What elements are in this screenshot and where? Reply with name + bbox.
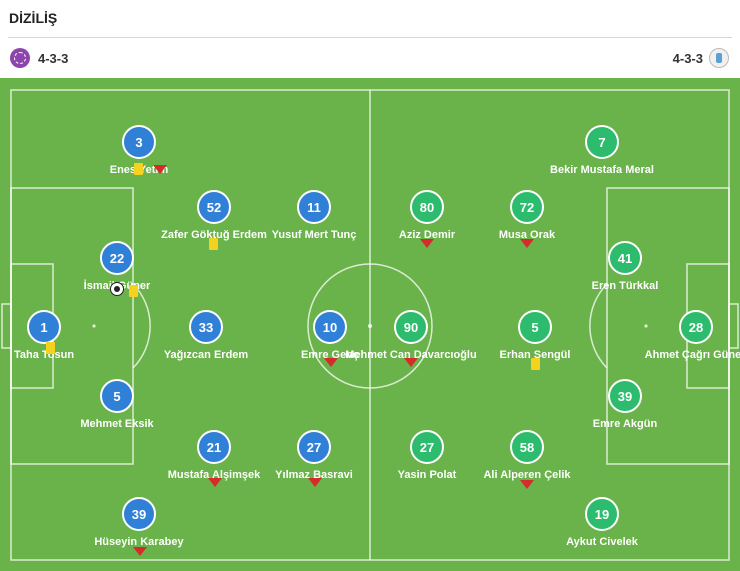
away-team-badge-icon[interactable]	[709, 48, 729, 68]
substitution-arrow-icon	[520, 239, 534, 248]
player-number-badge[interactable]: 39	[608, 379, 642, 413]
pitch-markings	[1, 89, 739, 561]
player-number-badge[interactable]: 41	[608, 241, 642, 275]
divider	[8, 37, 732, 38]
formation-header: 4-3-3 4-3-3	[0, 44, 740, 74]
player-number-badge[interactable]: 3	[122, 125, 156, 159]
player-number-badge[interactable]: 22	[100, 241, 134, 275]
player-number-badge[interactable]: 27	[410, 430, 444, 464]
substitution-arrow-icon	[308, 478, 322, 487]
player-number-badge[interactable]: 21	[197, 430, 231, 464]
player-name[interactable]: Yağızcan Erdem	[163, 349, 249, 361]
yellow-card-icon	[209, 238, 218, 250]
player-number-badge[interactable]: 80	[410, 190, 444, 224]
player-number-badge[interactable]: 72	[510, 190, 544, 224]
player-number-badge[interactable]: 7	[585, 125, 619, 159]
player-name[interactable]: Erhan Şengül	[499, 349, 571, 361]
player-number-badge[interactable]: 90	[394, 310, 428, 344]
player-name[interactable]: Aykut Civelek	[566, 536, 638, 548]
player-number-badge[interactable]: 39	[122, 497, 156, 531]
player-number-badge[interactable]: 52	[197, 190, 231, 224]
player-name[interactable]: Ahmet Çağrı Güney	[644, 349, 740, 361]
player-name[interactable]: Emre Genç	[300, 349, 360, 361]
player-number-badge[interactable]: 58	[510, 430, 544, 464]
player-number-badge[interactable]: 1	[27, 310, 61, 344]
player-number-badge[interactable]: 27	[297, 430, 331, 464]
substitution-arrow-icon	[420, 239, 434, 248]
player-number-badge[interactable]: 33	[189, 310, 223, 344]
player-name[interactable]: Mustafa Alşimşek	[167, 469, 261, 481]
player-number-badge[interactable]: 5	[518, 310, 552, 344]
yellow-card-icon	[129, 285, 138, 297]
yellow-card-icon	[134, 163, 143, 175]
player-name[interactable]: Zafer Göktuğ Erdem	[161, 229, 267, 241]
player-number-badge[interactable]: 5	[100, 379, 134, 413]
substitution-arrow-icon	[133, 547, 147, 556]
player-name[interactable]: Aziz Demir	[398, 229, 456, 241]
substitution-arrow-icon	[153, 165, 167, 174]
substitution-arrow-icon	[324, 358, 338, 367]
player-number-badge[interactable]: 11	[297, 190, 331, 224]
player-name[interactable]: Bekir Mustafa Meral	[550, 164, 654, 176]
player-name[interactable]: Yılmaz Basravi	[275, 469, 353, 481]
home-team-badge-icon[interactable]	[10, 48, 30, 68]
player-number-badge[interactable]: 19	[585, 497, 619, 531]
player-name[interactable]: Mehmet Eksik	[80, 418, 154, 430]
section-title: DİZİLİŞ	[9, 10, 58, 26]
player-number-badge[interactable]: 28	[679, 310, 713, 344]
player-name[interactable]: Hüseyin Karabey	[94, 536, 184, 548]
substitution-arrow-icon	[520, 480, 534, 489]
player-name[interactable]: Yusuf Mert Tunç	[271, 229, 357, 241]
yellow-card-icon	[46, 342, 55, 354]
yellow-card-icon	[531, 358, 540, 370]
player-name[interactable]: Yasin Polat	[397, 469, 457, 481]
player-name[interactable]: Emre Akgün	[592, 418, 658, 430]
player-number-badge[interactable]: 10	[313, 310, 347, 344]
goal-ball-icon	[110, 282, 124, 296]
substitution-arrow-icon	[208, 478, 222, 487]
player-name[interactable]: Mehmet Can Davarcıoğlu	[345, 349, 477, 361]
player-name[interactable]: Taha Tosun	[13, 349, 75, 361]
player-name[interactable]: Eren Türkkal	[591, 280, 659, 292]
player-name[interactable]: Ali Alperen Çelik	[483, 469, 571, 481]
home-formation: 4-3-3	[38, 51, 69, 66]
player-name[interactable]: Musa Orak	[498, 229, 556, 241]
substitution-arrow-icon	[404, 358, 418, 367]
away-formation: 4-3-3	[672, 51, 703, 66]
